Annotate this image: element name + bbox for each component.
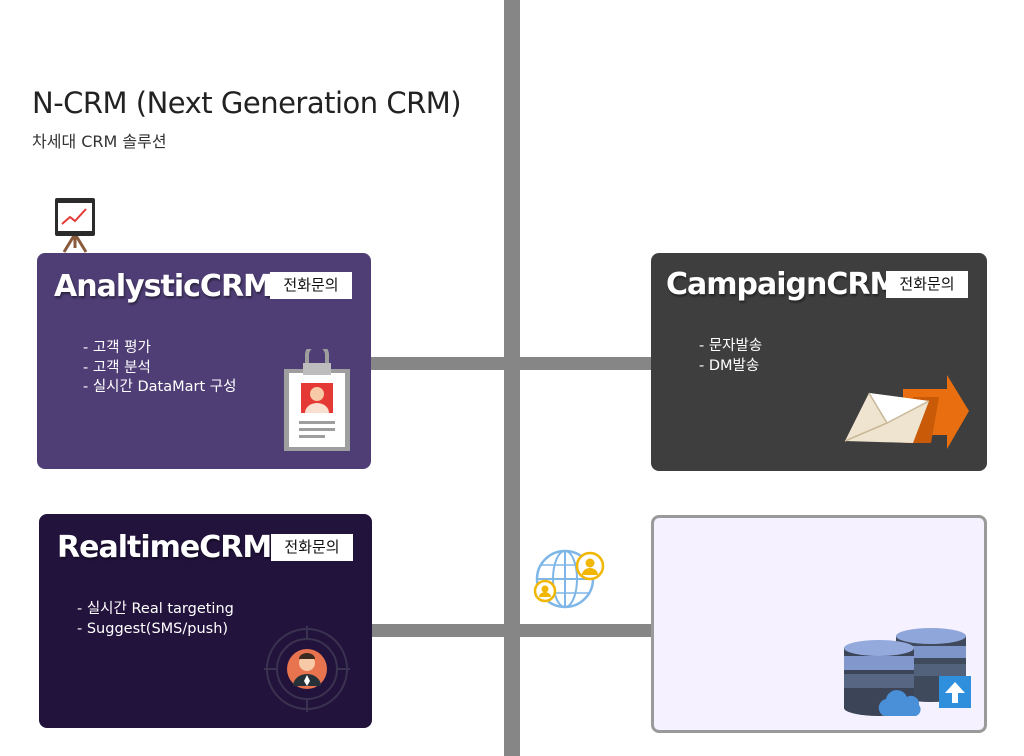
card-title: AnalysticCRM <box>54 269 273 304</box>
globe-users-icon <box>533 547 607 611</box>
connector-data <box>518 624 653 637</box>
mail-send-icon <box>843 371 969 457</box>
presentation-board-icon <box>53 196 97 254</box>
analytic-crm-card: AnalysticCRM 전화문의 - 고객 평가 - 고객 분석 - 실시간 … <box>37 253 371 469</box>
id-badge-icon <box>281 343 353 453</box>
feature-list: - 실시간 Real targeting - Suggest(SMS/push) <box>77 600 234 639</box>
connector-campaign <box>518 357 653 370</box>
vertical-connector <box>504 0 520 756</box>
feature-item: - 실시간 DataMart 구성 <box>83 379 237 395</box>
connector-realtime <box>372 624 506 637</box>
campaign-crm-card: CampaignCRM 전화문의 - 문자발송 - DM발송 <box>651 253 987 471</box>
feature-item: - 고객 분석 <box>83 359 151 376</box>
feature-item: - DM발송 <box>699 357 760 374</box>
feature-list: - 문자발송 - DM발송 <box>699 337 762 376</box>
target-person-icon <box>264 626 350 712</box>
feature-item: - 실시간 Real targeting <box>77 601 234 617</box>
feature-item: - 문자발송 <box>699 338 763 354</box>
database-cloud-upload-icon <box>840 624 972 720</box>
card-title: RealtimeCRM <box>57 530 272 565</box>
realtime-crm-card: RealtimeCRM 전화문의 - 실시간 Real targeting - … <box>39 514 372 728</box>
feature-item: - Suggest(SMS/push) <box>77 620 229 637</box>
data-storage-card <box>651 515 987 733</box>
page-title: N-CRM (Next Generation CRM) <box>32 86 462 120</box>
call-inquiry-button[interactable]: 전화문의 <box>271 534 353 561</box>
call-inquiry-button[interactable]: 전화문의 <box>270 272 352 299</box>
feature-item: - 고객 평가 <box>83 340 151 356</box>
page-subtitle: 차세대 CRM 솔루션 <box>32 132 167 151</box>
feature-list: - 고객 평가 - 고객 분석 - 실시간 DataMart 구성 <box>83 339 236 398</box>
card-title: CampaignCRM <box>666 267 899 302</box>
call-inquiry-button[interactable]: 전화문의 <box>886 271 968 298</box>
connector-analytic <box>371 357 506 370</box>
